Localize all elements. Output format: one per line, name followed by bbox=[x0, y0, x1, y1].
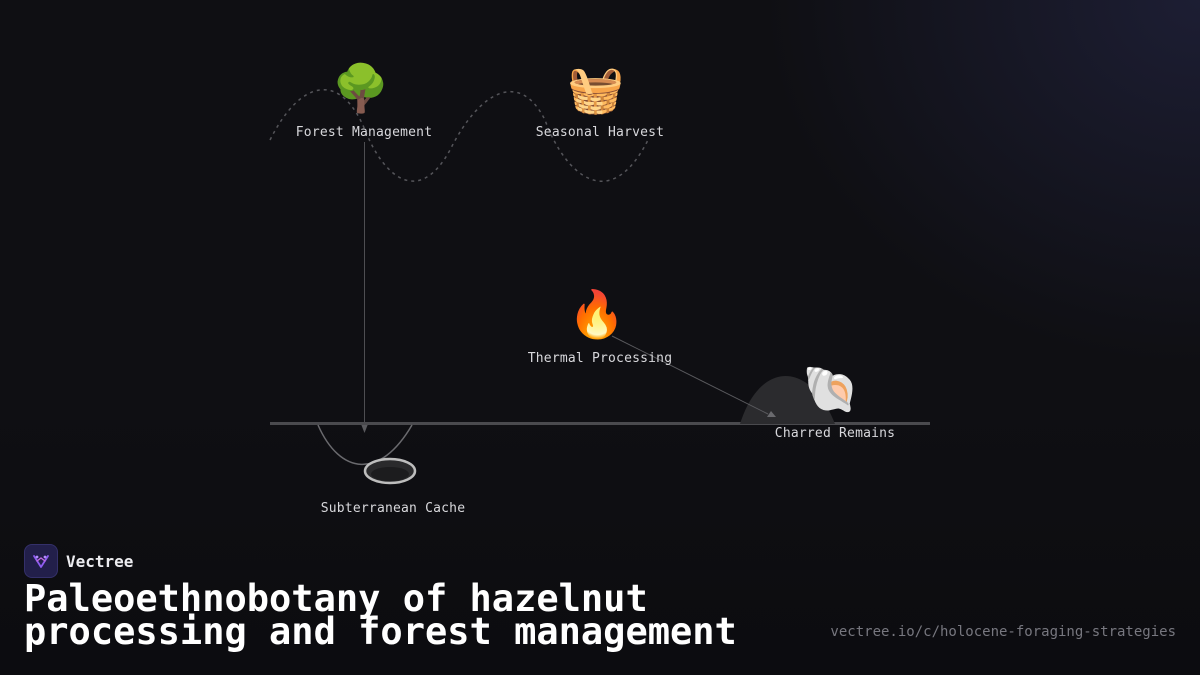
thermal-to-remains-line bbox=[611, 335, 769, 415]
source-url[interactable]: vectree.io/c/holocene-foraging-strategie… bbox=[830, 624, 1176, 640]
deciduous-tree-icon: 🌳 bbox=[332, 61, 390, 115]
forest-management-label: Forest Management bbox=[295, 125, 433, 140]
fire-icon: 🔥 bbox=[568, 287, 626, 341]
subterranean-cache-label: Subterranean Cache bbox=[320, 501, 466, 516]
forest-line-arrowhead bbox=[361, 424, 368, 433]
seasonal-cycle-wave bbox=[269, 89, 649, 182]
basket-icon: 🧺 bbox=[567, 62, 625, 116]
seasonal-harvest-label: Seasonal Harvest bbox=[535, 125, 665, 140]
brand-name: Vectree bbox=[66, 551, 134, 571]
charred-remains-label: Charred Remains bbox=[774, 426, 896, 441]
pit-outline bbox=[317, 424, 413, 466]
thermal-processing-label: Thermal Processing bbox=[527, 351, 673, 366]
thermal-line-arrowhead bbox=[767, 411, 776, 417]
vectree-logo-icon bbox=[24, 544, 58, 578]
shell-icon: 🐚 bbox=[802, 362, 860, 416]
brand: Vectree bbox=[24, 544, 133, 578]
page-title: Paleoethnobotany of hazelnut processing … bbox=[24, 577, 737, 653]
